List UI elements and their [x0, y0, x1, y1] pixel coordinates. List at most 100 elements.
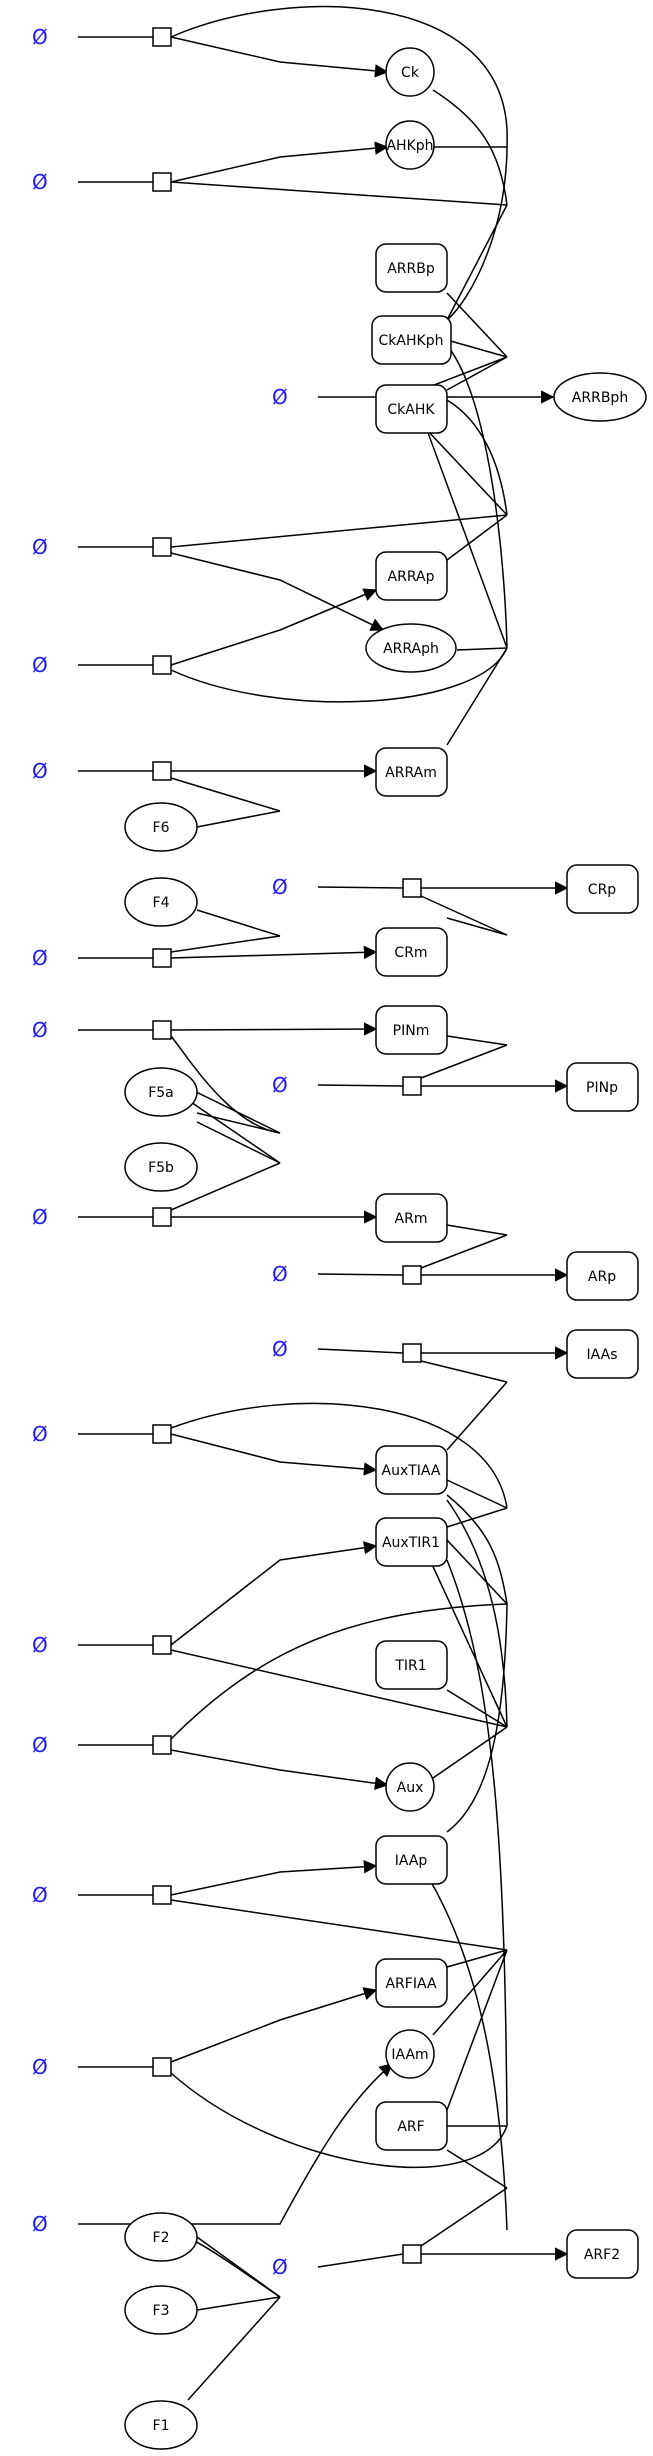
node-AHKph: AHKph — [385, 120, 435, 170]
node-label: IAAm — [391, 2047, 428, 2063]
reaction-square — [402, 1076, 422, 1096]
edge-r4-junction — [170, 514, 508, 548]
edge-junction-r8 — [170, 935, 281, 953]
edge-r19-IAAm — [171, 2063, 394, 2225]
edge-ARRBp-junction — [446, 292, 508, 358]
node-label: ARFIAA — [385, 1976, 436, 1992]
node-PINp: PINp — [566, 1062, 639, 1112]
node-label: ARRAm — [385, 765, 437, 781]
species-nodes: Ck AHKph Aux IAAm ARRBp CkAHKph CkAHK — [124, 47, 647, 2450]
node-ARF: ARF — [375, 2101, 448, 2151]
edge-Aux-junction — [432, 1726, 508, 1779]
edge-junction-r13 — [420, 1360, 508, 1383]
edge-r16-curve — [170, 1603, 508, 1740]
node-label: F1 — [153, 2418, 170, 2434]
edge-AuxTIR1-junctionC — [446, 1559, 508, 2127]
node-ARp: ARp — [566, 1251, 639, 1301]
edge-CkAHK-r5b — [426, 429, 508, 649]
edge-AuxTIAA-junctionA — [446, 1479, 508, 1509]
node-IAAm: IAAm — [385, 2029, 435, 2079]
empty-set-symbol: Ø — [32, 759, 48, 783]
empty-set-symbol: Ø — [32, 653, 48, 677]
edge-AuxTIAA-junctionB — [446, 1494, 508, 1605]
node-label: F4 — [153, 895, 170, 911]
empty-set-symbol: Ø — [32, 2212, 48, 2236]
edge-F6-junction — [196, 810, 281, 828]
node-label: F2 — [153, 2230, 170, 2246]
node-F6: F6 — [124, 802, 198, 852]
edge-r17-IAAp — [170, 1860, 378, 1896]
node-label: ARF2 — [584, 2247, 620, 2263]
node-label: F6 — [153, 820, 170, 836]
edge-r17-junction — [170, 1899, 508, 1951]
node-label: F5b — [148, 1160, 174, 1176]
edge-r8-CRm — [170, 945, 378, 960]
edge-F4-junction — [196, 909, 281, 937]
empty-set-symbol: Ø — [272, 1337, 288, 1361]
empty-set-symbol: Ø — [32, 1205, 48, 1229]
reaction-square — [152, 1635, 172, 1655]
edge-IAAp-junctionA — [446, 1603, 508, 1833]
node-AuxTIAA: AuxTIAA — [375, 1445, 448, 1495]
edge-ARRAm-junction — [446, 647, 508, 746]
empty-set-symbol: Ø — [32, 946, 48, 970]
edge-CRm-junction — [446, 917, 508, 936]
node-F2: F2 — [124, 2212, 198, 2262]
edge-junction-r20 — [420, 2187, 508, 2247]
node-ARRAph: ARRAph — [365, 623, 457, 673]
edge-AuxTIAA-junctionC — [446, 1499, 508, 1728]
empty-set-symbol: Ø — [32, 1883, 48, 1907]
reaction-edges — [78, 5, 569, 2401]
node-CRp: CRp — [566, 864, 639, 914]
edge-r15-junction — [170, 1649, 508, 1728]
empty-set-symbol: Ø — [272, 385, 288, 409]
edge-junction-r12 — [420, 1234, 508, 1269]
edge-r2-junction — [170, 181, 508, 206]
edge-F5b-junction2 — [196, 1121, 281, 1164]
node-label: ARRBph — [572, 390, 628, 406]
node-ARF2: ARF2 — [566, 2229, 639, 2279]
reaction-square — [152, 1885, 172, 1905]
edge-junction-r6 — [170, 777, 281, 812]
reaction-square — [152, 1735, 172, 1755]
empty-set-symbol: Ø — [32, 25, 48, 49]
reaction-square — [152, 1207, 172, 1227]
node-ARRBph: ARRBph — [553, 372, 647, 422]
node-F5b: F5b — [124, 1142, 198, 1192]
reaction-square — [152, 537, 172, 557]
node-TIR1: TIR1 — [375, 1640, 448, 1690]
node-label: ARRAp — [388, 569, 435, 585]
node-AuxTIR1: AuxTIR1 — [375, 1517, 448, 1567]
node-label: PINm — [393, 1023, 430, 1039]
node-ARFIAA: ARFIAA — [375, 1958, 448, 2008]
edge-AuxTIR1-junctionB — [429, 1559, 508, 1728]
edge-CkAHK-r4 — [446, 399, 508, 516]
edge-r5-curve — [170, 647, 508, 703]
edge-junction-r7 — [420, 895, 508, 936]
reaction-square — [152, 27, 172, 47]
edge-IAAp-junctionB — [429, 1879, 508, 2231]
edge-AuxTIR1-cross — [446, 1539, 508, 1605]
edge-source-r20 — [317, 2253, 404, 2268]
edge-r4-ARRAph — [170, 552, 385, 631]
node-label: CRm — [394, 945, 427, 961]
edge-F3-junction — [196, 2296, 281, 2311]
edge-F5a-junction2 — [187, 1099, 281, 1164]
node-label: ARRAph — [383, 641, 439, 657]
edge-CkAHK-junction — [446, 356, 508, 391]
reaction-square — [152, 172, 172, 192]
empty-set-symbol: Ø — [272, 1073, 288, 1097]
empty-set-symbol: Ø — [32, 1733, 48, 1757]
edge-r18-ARFIAA — [170, 1987, 378, 2063]
edge-junction1-r9 — [170, 1035, 281, 1134]
node-Ck: Ck — [385, 47, 435, 97]
reaction-square — [402, 2244, 422, 2264]
edge-source-r13 — [317, 1348, 404, 1354]
node-CRm: CRm — [375, 927, 448, 977]
node-label: ARRBp — [387, 261, 435, 277]
edge-ARm-junction — [446, 1224, 508, 1236]
empty-set-symbols: Ø Ø Ø Ø Ø Ø Ø Ø Ø Ø Ø Ø Ø Ø Ø Ø Ø Ø Ø Ø — [32, 25, 288, 2279]
node-F1: F1 — [124, 2400, 198, 2450]
node-IAAp: IAAp — [375, 1835, 448, 1885]
